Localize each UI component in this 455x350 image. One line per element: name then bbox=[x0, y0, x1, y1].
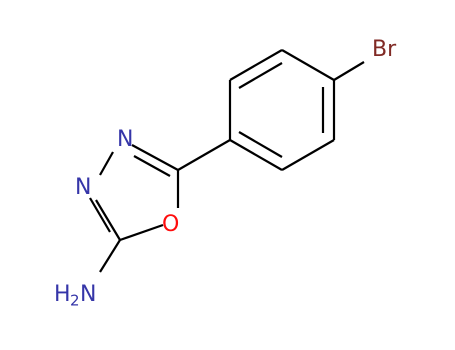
bond-c2-nh2 bbox=[99, 239, 121, 273]
amine-label: H 2 N bbox=[54, 282, 96, 310]
bond-ring-bottom-left-inner bbox=[238, 131, 283, 158]
bond-ring-top-right bbox=[281, 49, 335, 81]
amine-nitrogen-label: N bbox=[80, 282, 96, 307]
bond-ring-top-left bbox=[229, 49, 283, 81]
bond-ring-bottom-left bbox=[229, 139, 283, 171]
oxygen-label: O bbox=[162, 212, 179, 237]
bond-o1-c2 bbox=[119, 223, 164, 242]
bond-n4-c5-inner bbox=[133, 155, 171, 177]
nitrogen-label-n3: N bbox=[75, 175, 91, 200]
nitrogen-label-n4: N bbox=[117, 127, 133, 152]
amine-subscript: 2 bbox=[70, 292, 80, 310]
bond-ring-bottom-right bbox=[281, 139, 335, 171]
bromine-label: Br bbox=[372, 37, 397, 62]
bond-c2-n3 bbox=[95, 199, 121, 241]
bond-ring-top-left-inner bbox=[238, 62, 283, 89]
amine-hydrogen-label: H bbox=[54, 282, 71, 307]
oxadiazole-ring bbox=[89, 144, 180, 242]
bond-n3-n4 bbox=[99, 151, 114, 176]
benzene-ring bbox=[228, 49, 336, 171]
bond-n4-c5 bbox=[131, 144, 179, 171]
bond-c2-n3-inner bbox=[89, 197, 111, 233]
bond-c-br bbox=[333, 61, 365, 81]
bond-aryl-oxadiazole bbox=[177, 139, 231, 171]
